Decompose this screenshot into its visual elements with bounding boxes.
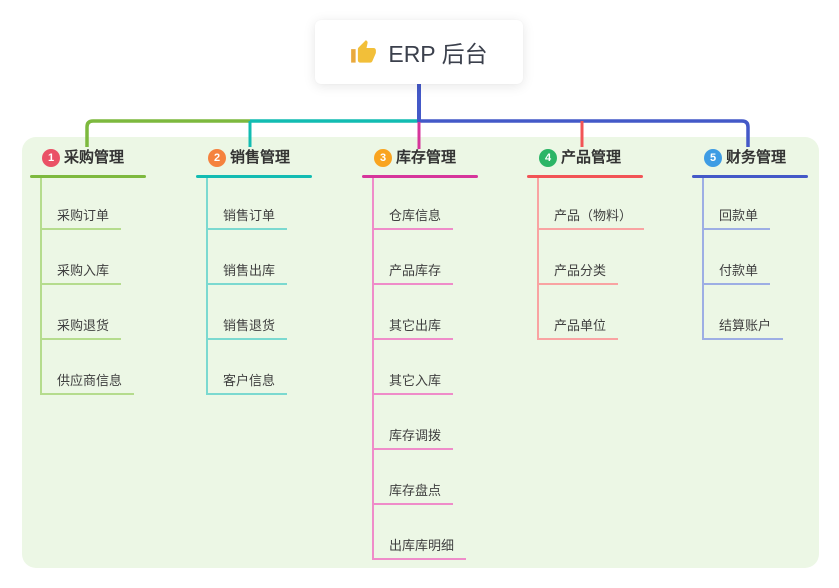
child-node[interactable]: 采购订单	[40, 204, 122, 230]
child-node[interactable]: 库存调拨	[372, 424, 454, 450]
branch-children-line	[702, 178, 704, 340]
child-node[interactable]: 供应商信息	[40, 369, 135, 395]
branch-number-badge: 1	[42, 149, 60, 167]
child-node[interactable]: 其它出库	[372, 314, 454, 340]
branch-title-underline	[30, 175, 146, 178]
branch-number-badge: 4	[539, 149, 557, 167]
child-node[interactable]: 回款单	[702, 204, 771, 230]
child-node[interactable]: 库存盘点	[372, 479, 454, 505]
branch-children-line	[537, 178, 539, 340]
thumbs-up-icon	[350, 39, 377, 66]
child-node[interactable]: 销售出库	[206, 259, 288, 285]
branch-children-line	[372, 178, 374, 560]
child-node[interactable]: 销售退货	[206, 314, 288, 340]
branch-title-underline	[362, 175, 478, 178]
mindmap-background-panel	[22, 137, 819, 568]
branch-number-badge: 2	[208, 149, 226, 167]
root-node-title: ERP 后台	[388, 41, 488, 67]
branch-children-line	[206, 178, 208, 395]
branch-title[interactable]: 产品管理	[561, 149, 622, 166]
branch-title[interactable]: 财务管理	[726, 149, 787, 166]
branch-children-line	[40, 178, 42, 395]
child-node[interactable]: 其它入库	[372, 369, 454, 395]
branch-number-badge: 5	[704, 149, 722, 167]
root-node-erp[interactable]: ERP 后台	[315, 20, 523, 84]
child-node[interactable]: 客户信息	[206, 369, 288, 395]
branch-title-underline	[692, 175, 808, 178]
branch-title-underline	[196, 175, 312, 178]
child-node[interactable]: 产品单位	[537, 314, 619, 340]
branch-number-badge: 3	[374, 149, 392, 167]
child-node[interactable]: 产品库存	[372, 259, 454, 285]
child-node[interactable]: 出库库明细	[372, 534, 467, 560]
child-node[interactable]: 采购退货	[40, 314, 122, 340]
branch-title[interactable]: 销售管理	[230, 149, 291, 166]
child-node[interactable]: 仓库信息	[372, 204, 454, 230]
branch-title[interactable]: 采购管理	[64, 149, 125, 166]
branch-title-underline	[527, 175, 643, 178]
child-node[interactable]: 销售订单	[206, 204, 288, 230]
child-node[interactable]: 采购入库	[40, 259, 122, 285]
child-node[interactable]: 产品分类	[537, 259, 619, 285]
branch-title[interactable]: 库存管理	[396, 149, 457, 166]
child-node[interactable]: 结算账户	[702, 314, 784, 340]
child-node[interactable]: 付款单	[702, 259, 771, 285]
child-node[interactable]: 产品（物料）	[537, 204, 645, 230]
